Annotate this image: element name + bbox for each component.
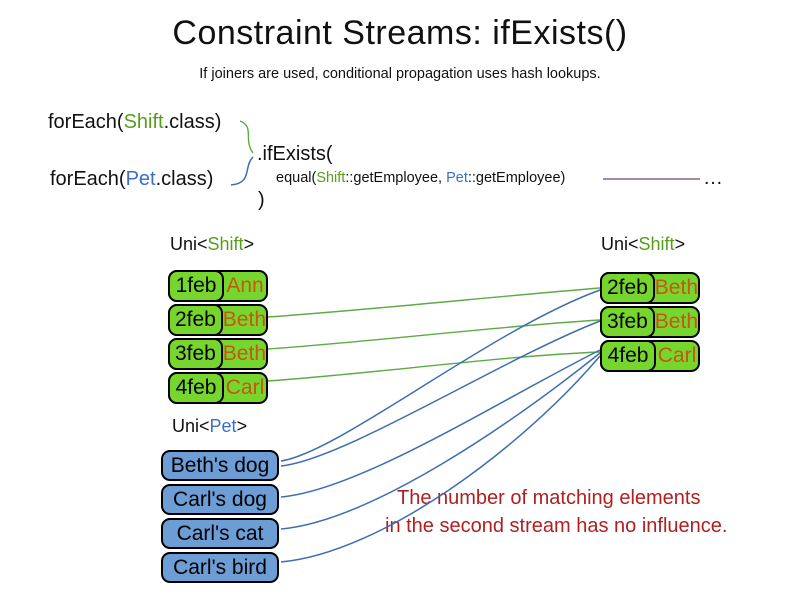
- code-text: forEach(: [48, 111, 124, 133]
- uni-prefix: Uni<: [170, 234, 208, 254]
- shift-row-2feb-beth: 2feb Beth: [168, 304, 268, 336]
- beths-dog-3feb-line: [280, 320, 601, 467]
- code-ellipsis: …: [703, 167, 723, 189]
- uni-suffix: >: [236, 416, 248, 436]
- code-text: ::getEmployee,: [345, 170, 447, 186]
- uni-type: Pet: [209, 416, 237, 436]
- pet-ref-token: Pet: [446, 170, 468, 186]
- pet-class-token: Pet: [125, 168, 156, 190]
- annotation-line1: The number of matching elements: [397, 487, 701, 509]
- code-text: forEach(: [50, 168, 126, 190]
- shift-row-3feb-beth: 3feb Beth: [600, 306, 700, 338]
- shift-date: 4feb: [600, 340, 656, 372]
- shift-date: 4feb: [168, 372, 224, 404]
- code-text: ::getEmployee): [467, 170, 566, 186]
- shift-employee: Ann: [226, 274, 264, 297]
- carls-cat-4feb-line: [280, 352, 601, 530]
- annotation-note: The number of matching elements in the s…: [385, 484, 727, 540]
- code-text: equal(: [276, 170, 317, 186]
- shift-employee: Beth: [222, 342, 266, 365]
- code-foreach-pet: forEach(Pet.class): [50, 168, 213, 191]
- code-ifexists-open: .ifExists(: [257, 143, 333, 165]
- code-ifexists-close: ): [258, 189, 265, 211]
- beths-dog-2feb-line: [280, 289, 601, 462]
- page-title: Constraint Streams: ifExists(): [172, 14, 628, 52]
- code-text: .class): [163, 111, 222, 133]
- carls-dog-4feb-line: [280, 349, 601, 498]
- right-shift-table-title: Uni<Shift>: [601, 234, 685, 255]
- uni-prefix: Uni<: [172, 416, 210, 436]
- uni-type: Shift: [207, 234, 244, 254]
- pet-row-carls-bird: Carl's bird: [161, 552, 279, 583]
- shift-employee: Beth: [654, 310, 698, 333]
- shift-ref-token: Shift: [316, 170, 346, 186]
- uni-prefix: Uni<: [601, 234, 639, 254]
- match-2feb-line: [267, 287, 601, 318]
- match-3feb-line: [267, 319, 601, 350]
- pet-table: Beth's dog Carl's dog Carl's cat Carl's …: [161, 450, 279, 586]
- uni-suffix: >: [674, 234, 686, 254]
- shift-employee: Beth: [654, 276, 698, 299]
- code-foreach-shift: forEach(Shift.class): [48, 111, 221, 134]
- shift-date: 3feb: [168, 338, 223, 370]
- shift-row-2feb-beth: 2feb Beth: [600, 272, 700, 304]
- annotation-line2: in the second stream has no influence.: [385, 515, 728, 537]
- shift-row-4feb-carl: 4feb Carl: [600, 340, 700, 372]
- shift-row-4feb-carl: 4feb Carl: [168, 372, 268, 404]
- page-subtitle: If joiners are used, conditional propaga…: [199, 66, 601, 82]
- shift-class-token: Shift: [123, 111, 164, 133]
- pet-row-beths-dog: Beth's dog: [161, 450, 279, 481]
- shift-date: 3feb: [600, 306, 655, 338]
- pet-row-carls-cat: Carl's cat: [161, 518, 279, 549]
- uni-suffix: >: [243, 234, 255, 254]
- shift-row-3feb-beth: 3feb Beth: [168, 338, 268, 370]
- shift-employee: Carl: [225, 376, 265, 399]
- brace-top-green: [239, 120, 254, 154]
- uni-type: Shift: [638, 234, 675, 254]
- shift-employee: Carl: [657, 344, 697, 367]
- code-equal-joiner: equal(Shift::getEmployee, Pet::getEmploy…: [276, 170, 565, 186]
- shift-employee: Beth: [222, 308, 266, 331]
- shift-date: 2feb: [600, 272, 655, 304]
- brace-bottom-blue: [230, 156, 254, 186]
- left-shift-table: 1feb Ann 2feb Beth 3feb Beth 4feb Carl: [168, 270, 268, 406]
- shift-date: 1feb: [168, 270, 224, 302]
- right-shift-table: 2feb Beth 3feb Beth 4feb Carl: [600, 272, 700, 374]
- code-text: .class): [155, 168, 214, 190]
- pet-row-carls-dog: Carl's dog: [161, 484, 279, 515]
- carls-bird-4feb-line: [280, 355, 601, 563]
- match-4feb-line: [267, 351, 601, 382]
- shift-row-1feb-ann: 1feb Ann: [168, 270, 268, 302]
- pet-table-title: Uni<Pet>: [172, 416, 247, 437]
- left-shift-table-title: Uni<Shift>: [170, 234, 254, 255]
- shift-date: 2feb: [168, 304, 223, 336]
